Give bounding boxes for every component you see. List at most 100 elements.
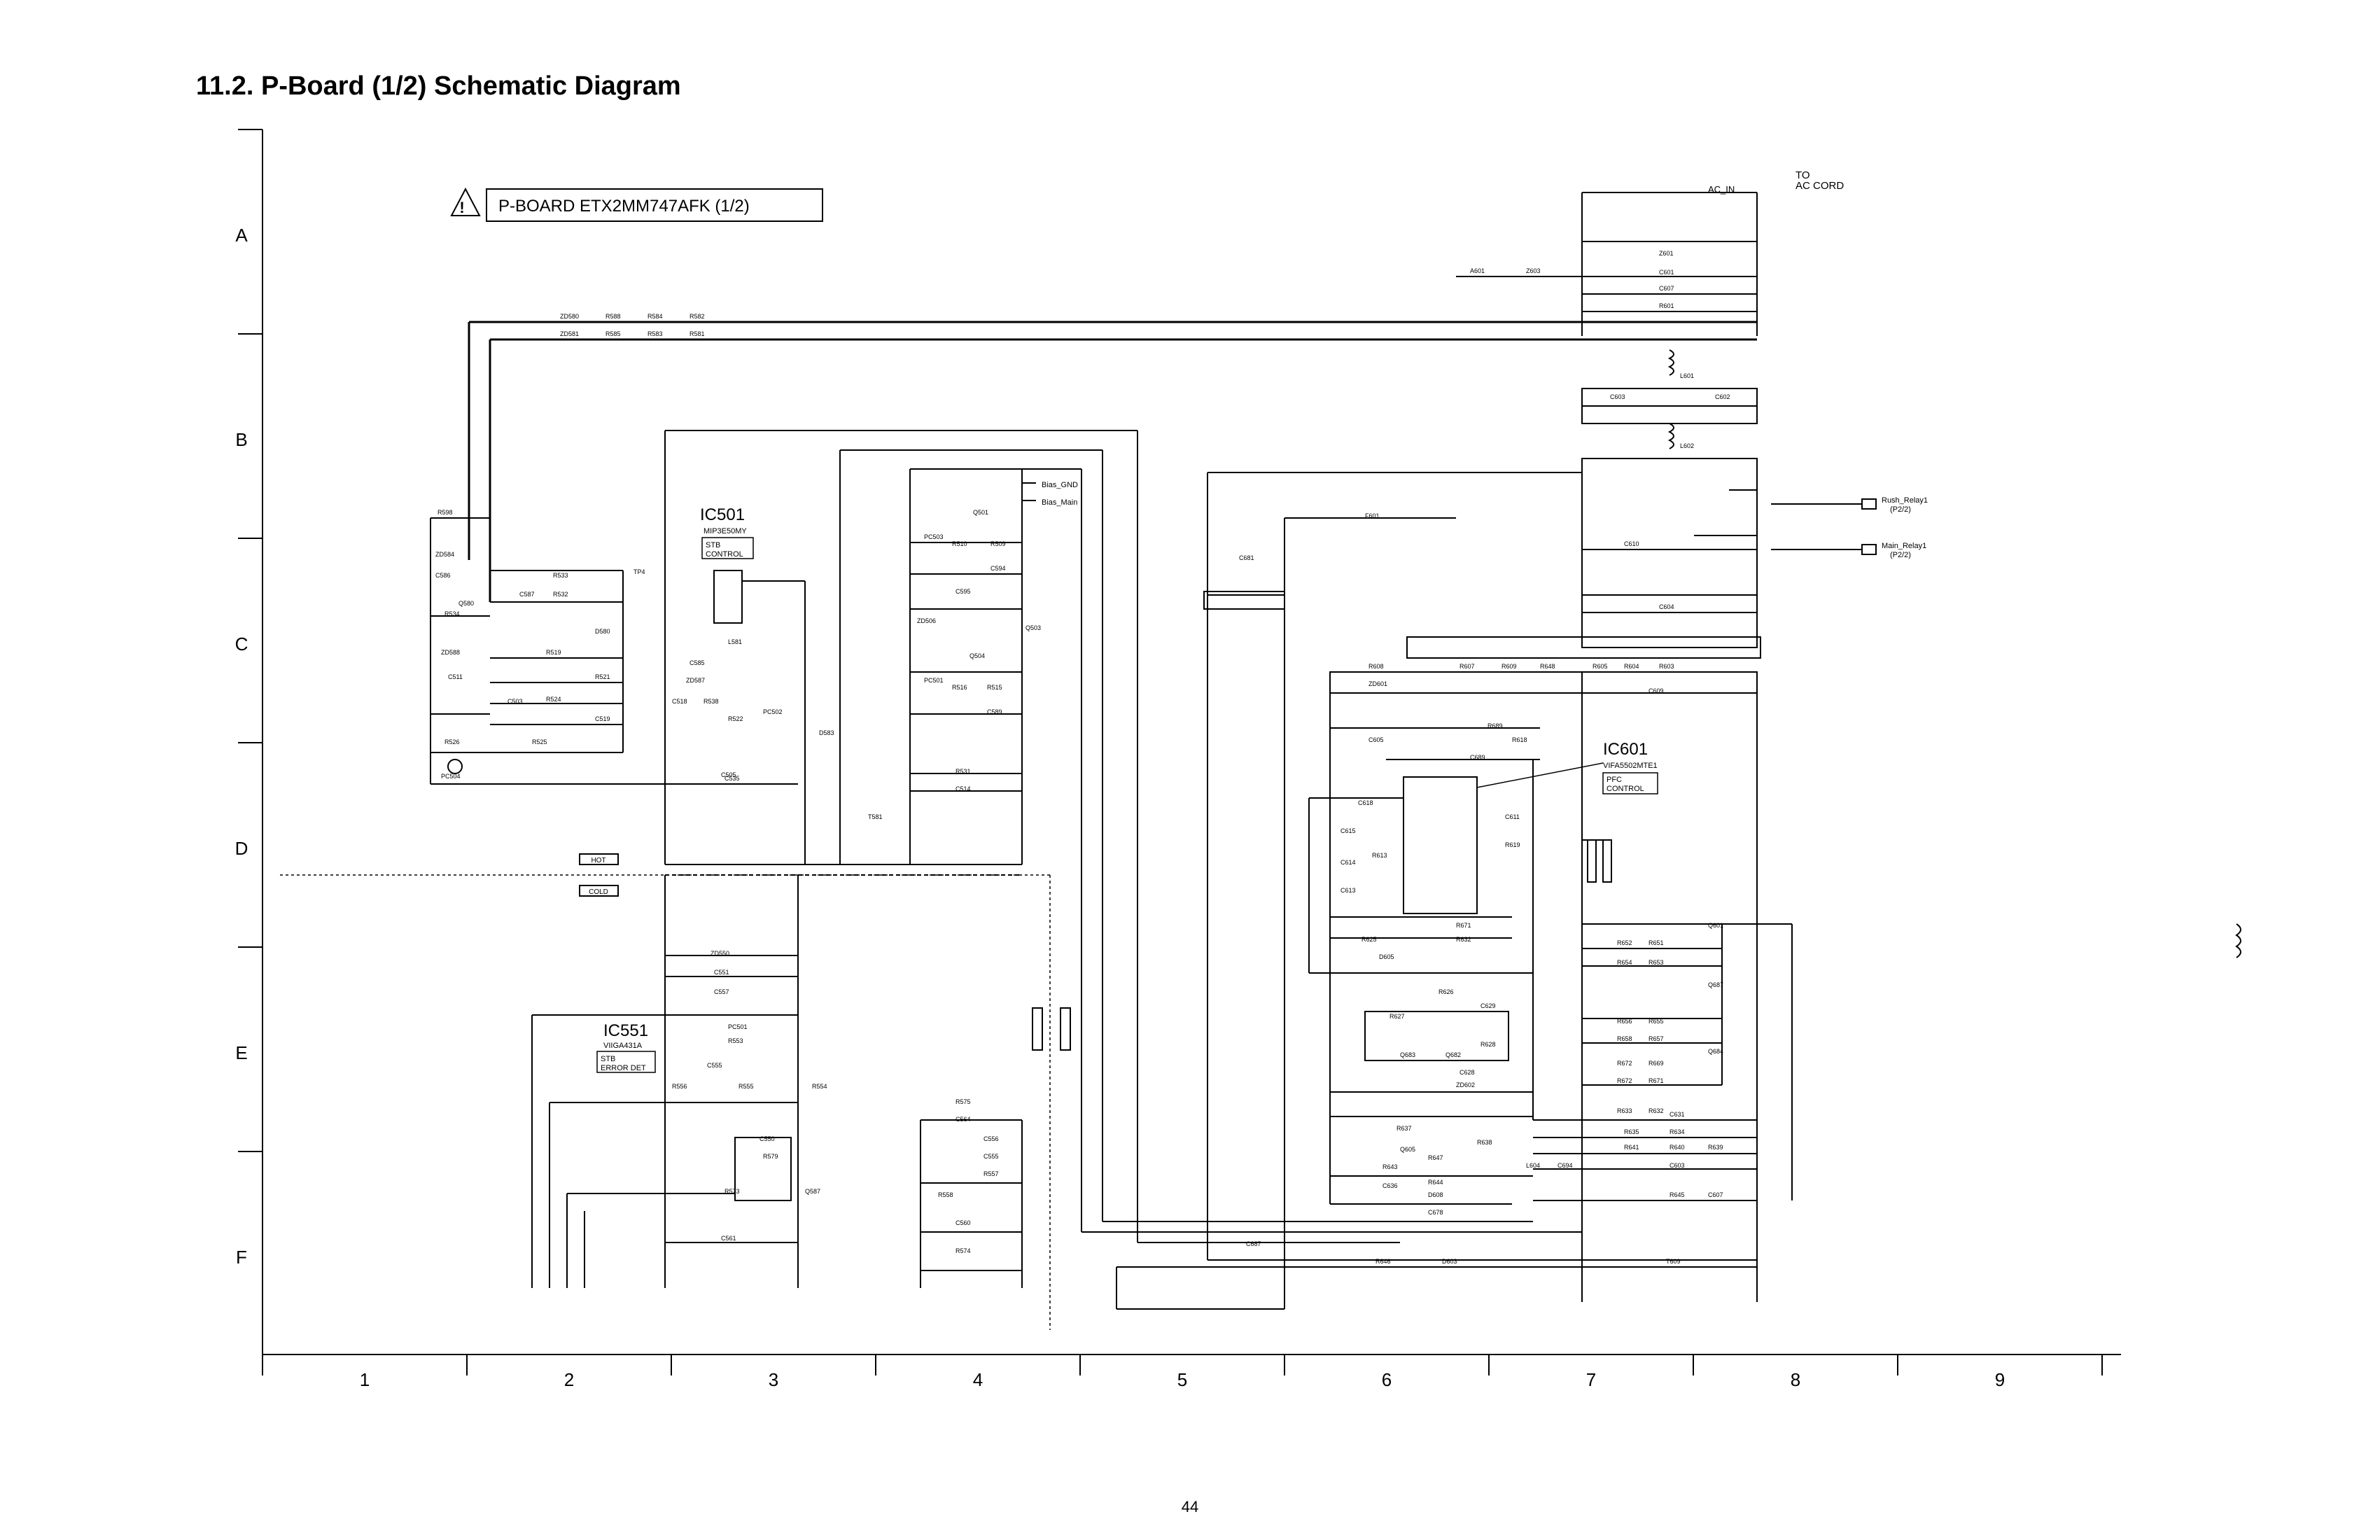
component-label: C564 bbox=[955, 1116, 971, 1123]
component-label: C689 bbox=[1470, 754, 1485, 761]
main-relay-sheet: (P2/2) bbox=[1890, 551, 1911, 559]
row-label-f: F bbox=[236, 1247, 247, 1268]
component-label: ZD581 bbox=[560, 330, 579, 337]
bias-main-label: Bias_Main bbox=[1042, 498, 1077, 507]
ac-in-label: AC_IN bbox=[1708, 184, 1735, 195]
component-label: Q605 bbox=[1400, 1146, 1415, 1153]
component-label: L581 bbox=[728, 638, 742, 645]
pfc-block bbox=[1082, 472, 1793, 1310]
row-ticks bbox=[238, 129, 262, 1152]
component-label: R579 bbox=[763, 1153, 778, 1160]
ic501-function-line-1: STB bbox=[706, 541, 720, 550]
component-label: R672 bbox=[1617, 1077, 1632, 1084]
bias-gnd-label: Bias_GND bbox=[1042, 481, 1078, 489]
component-label: C555 bbox=[983, 1153, 999, 1160]
component-label: C611 bbox=[1505, 813, 1520, 820]
component-label: PC501 bbox=[728, 1023, 748, 1030]
component-label: C560 bbox=[955, 1219, 971, 1226]
component-label: ZD602 bbox=[1456, 1082, 1475, 1088]
component-label: R585 bbox=[606, 330, 621, 337]
component-label: R598 bbox=[438, 509, 453, 516]
ic501-ref: IC501 bbox=[700, 505, 745, 524]
component-label: L602 bbox=[1680, 442, 1694, 449]
component-label: C694 bbox=[1558, 1162, 1573, 1169]
component-label: R671 bbox=[1648, 1077, 1664, 1084]
row-labels: A B C D E F bbox=[235, 225, 248, 1268]
column-label-1: 1 bbox=[360, 1369, 370, 1390]
to-ac-cord-line-1: TO bbox=[1795, 169, 1810, 181]
component-label: R658 bbox=[1617, 1035, 1632, 1042]
row-label-e: E bbox=[235, 1042, 247, 1063]
ic601-body bbox=[1403, 776, 1478, 914]
component-label: R639 bbox=[1708, 1144, 1723, 1151]
ic601-function-box bbox=[1602, 772, 1658, 794]
secondary-block bbox=[531, 875, 1071, 1288]
component-label: Q580 bbox=[458, 600, 474, 607]
component-label: R510 bbox=[952, 540, 967, 547]
transformer-coils bbox=[1667, 349, 2241, 958]
component-label: C585 bbox=[690, 659, 705, 666]
component-label: R655 bbox=[1648, 1018, 1664, 1025]
component-label: R618 bbox=[1512, 736, 1527, 743]
component-label: R525 bbox=[532, 738, 547, 746]
column-label-3: 3 bbox=[769, 1369, 778, 1390]
component-label: R574 bbox=[955, 1247, 971, 1254]
component-label: R672 bbox=[1617, 1060, 1632, 1067]
component-label: C595 bbox=[955, 588, 971, 595]
component-label: R604 bbox=[1624, 663, 1639, 670]
top-bus-lines bbox=[468, 321, 1757, 602]
ic601-ref: IC601 bbox=[1603, 740, 1648, 759]
component-label: R516 bbox=[952, 684, 967, 691]
component-label: C614 bbox=[1340, 859, 1356, 866]
component-label: C687 bbox=[1246, 1240, 1261, 1247]
to-ac-cord-line-2: AC CORD bbox=[1795, 180, 1844, 192]
ic601-function-line-2: CONTROL bbox=[1606, 785, 1644, 793]
component-label: R641 bbox=[1624, 1144, 1639, 1151]
component-label: R689 bbox=[1488, 722, 1503, 729]
rush-relay-sheet: (P2/2) bbox=[1890, 505, 1911, 514]
component-label: R601 bbox=[1659, 302, 1674, 309]
component-label: T609 bbox=[1666, 1258, 1681, 1265]
component-label: C503 bbox=[507, 698, 523, 705]
component-label: D608 bbox=[1428, 1191, 1443, 1198]
component-label: Q684 bbox=[1708, 1048, 1723, 1055]
component-label: R613 bbox=[1372, 852, 1387, 859]
cold-marker: COLD bbox=[589, 888, 608, 896]
component-label: R524 bbox=[546, 696, 561, 703]
component-label: T581 bbox=[868, 813, 883, 820]
component-label: R625 bbox=[1362, 936, 1377, 943]
component-label: C514 bbox=[955, 785, 971, 792]
row-label-b: B bbox=[235, 429, 247, 450]
component-label: R651 bbox=[1648, 939, 1664, 946]
component-label: R648 bbox=[1540, 663, 1555, 670]
component-label: R519 bbox=[546, 649, 561, 656]
component-label: TP4 bbox=[634, 568, 645, 575]
component-label: R643 bbox=[1382, 1163, 1398, 1170]
component-label: C615 bbox=[1340, 827, 1356, 834]
component-label: ZD506 bbox=[917, 617, 936, 624]
component-label: Z603 bbox=[1526, 267, 1541, 274]
ic551-function-box bbox=[596, 1051, 656, 1073]
component-label: R575 bbox=[955, 1098, 971, 1105]
relay-output-lines bbox=[1694, 489, 1877, 555]
component-label: Q504 bbox=[969, 652, 985, 659]
component-label: C586 bbox=[435, 572, 451, 579]
component-label: R583 bbox=[648, 330, 663, 337]
component-label: R581 bbox=[690, 330, 705, 337]
component-label: R582 bbox=[690, 313, 705, 320]
component-label: C629 bbox=[1480, 1002, 1496, 1009]
component-label: C609 bbox=[1648, 687, 1664, 694]
component-label: Q683 bbox=[1400, 1051, 1415, 1058]
component-label: R532 bbox=[553, 591, 568, 598]
component-label: R538 bbox=[704, 698, 719, 705]
page-number: 44 bbox=[1181, 1498, 1199, 1516]
component-label: R632 bbox=[1648, 1107, 1664, 1114]
component-label: R647 bbox=[1428, 1154, 1443, 1161]
component-label: Q601 bbox=[1708, 922, 1723, 929]
component-label: C519 bbox=[595, 715, 610, 722]
component-label: R554 bbox=[812, 1083, 827, 1090]
ic601-label: IC601 VIFA5502MTE1 PFC CONTROL bbox=[1603, 740, 1658, 793]
component-label: C607 bbox=[1659, 285, 1674, 292]
component-label: C602 bbox=[1715, 393, 1730, 400]
ic601-function-line-1: PFC bbox=[1606, 776, 1622, 784]
